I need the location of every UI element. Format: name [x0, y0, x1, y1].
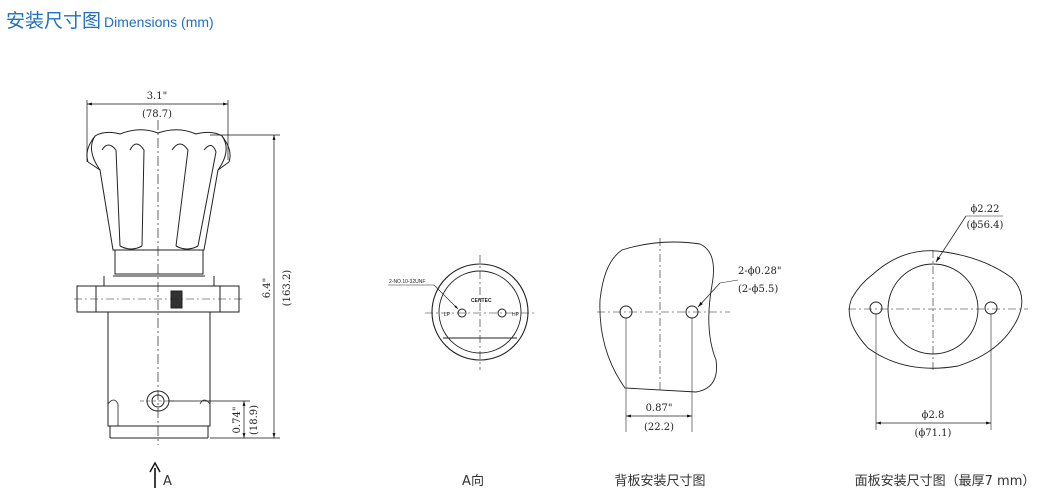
port-height-mm-label: (18.9) [249, 405, 260, 435]
hp-port [497, 308, 507, 318]
back-panel-view [597, 238, 739, 432]
lp-label: LP [444, 312, 451, 318]
back-hole-mm-label: (2-ϕ5.5) [738, 284, 778, 295]
regulator-body [107, 312, 211, 427]
thread-label: 2-NO.10-32UNF [389, 279, 425, 285]
a-view-outer-circle [431, 263, 529, 361]
back-hole-in-label: 2-ϕ0.28" [738, 266, 781, 277]
front-panel-view [848, 215, 1028, 430]
height-in-label: 6.4" [262, 278, 273, 299]
caption-front-panel: 面板安装尺寸图（最厚7 mm） [855, 474, 1036, 489]
front-dimensions [86, 100, 280, 439]
width-mm-label: (78.7) [142, 109, 172, 120]
back-panel-outline [599, 241, 718, 393]
lp-port [457, 308, 467, 318]
front-panel-outline [848, 250, 1023, 369]
title-english: Dimensions (mm) [104, 14, 214, 30]
front-view [74, 120, 244, 445]
front-bore-mm-label: (ϕ56.4) [967, 220, 1004, 231]
view-a-arrow-icon [149, 461, 161, 488]
a-view [388, 255, 535, 370]
view-a-marker-label: A [163, 474, 172, 489]
port-height-in-label: 0.74" [232, 407, 243, 434]
height-mm-label: (163.2) [282, 270, 293, 307]
width-in-label: 3.1" [147, 91, 168, 102]
caption-back-panel: 背板安装尺寸图 [614, 474, 705, 489]
knob [86, 129, 231, 251]
front-hole-left [869, 301, 883, 315]
front-spacing-mm-label: (ϕ71.1) [915, 428, 952, 439]
back-spacing-mm-label: (22.2) [644, 422, 674, 433]
brand-logo-text: CENTEC [471, 298, 492, 304]
bonnet-neck [114, 249, 204, 275]
title-chinese: 安装尺寸图 [6, 10, 102, 32]
caption-a-view: A向 [462, 473, 484, 489]
hp-label: HP [512, 312, 520, 318]
back-spacing-in-label: 0.87" [646, 403, 673, 414]
panel-lock-tab [170, 290, 183, 309]
front-bore-in-label: ϕ2.22 [970, 204, 999, 215]
front-spacing-in-label: ϕ2.8 [922, 410, 945, 421]
front-hole-right [984, 301, 998, 315]
